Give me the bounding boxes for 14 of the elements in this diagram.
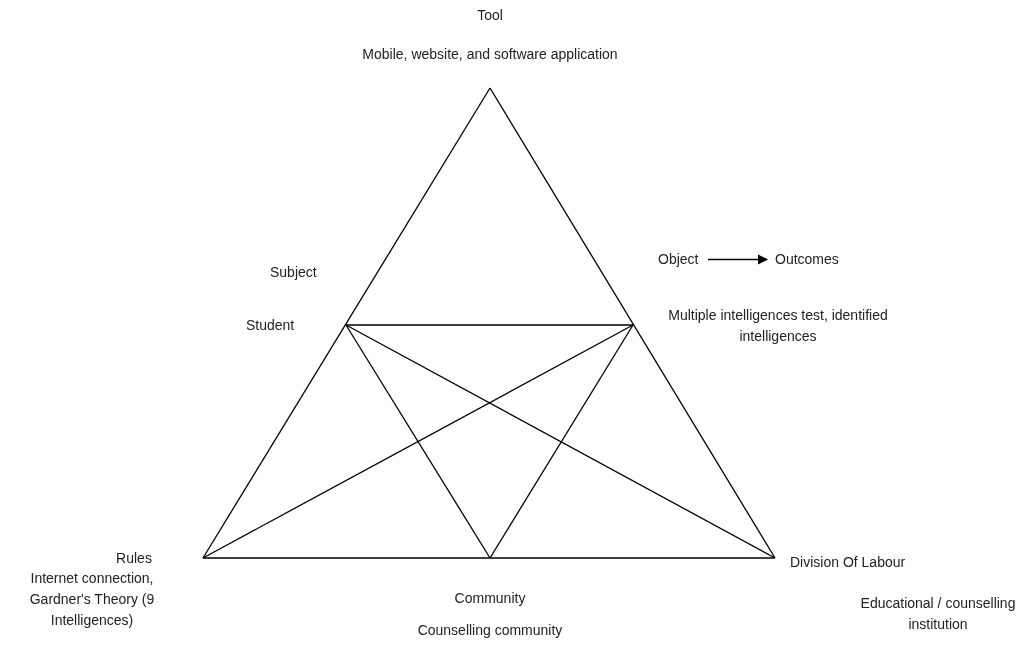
text-label: Internet connection, Gardner's Theory (9 Intelligences) <box>29 570 155 628</box>
text-label: Counselling community <box>417 622 563 638</box>
text-label: Student <box>246 317 295 333</box>
text-label: Multiple intelligences test, identified intelligences <box>668 307 888 344</box>
text-label: Mobile, website, and software application <box>362 46 618 62</box>
text-label: Community <box>454 590 526 606</box>
text-label: Tool <box>477 7 503 23</box>
text-label: Rules <box>116 550 152 566</box>
text-label: Subject <box>270 264 317 280</box>
node-label: Outcomes <box>775 249 839 270</box>
arrow <box>707 254 769 265</box>
text-label: Educational / counselling institution <box>860 595 1016 632</box>
node-label: Object <box>658 249 699 270</box>
text-label: Division Of Labour <box>790 554 906 570</box>
